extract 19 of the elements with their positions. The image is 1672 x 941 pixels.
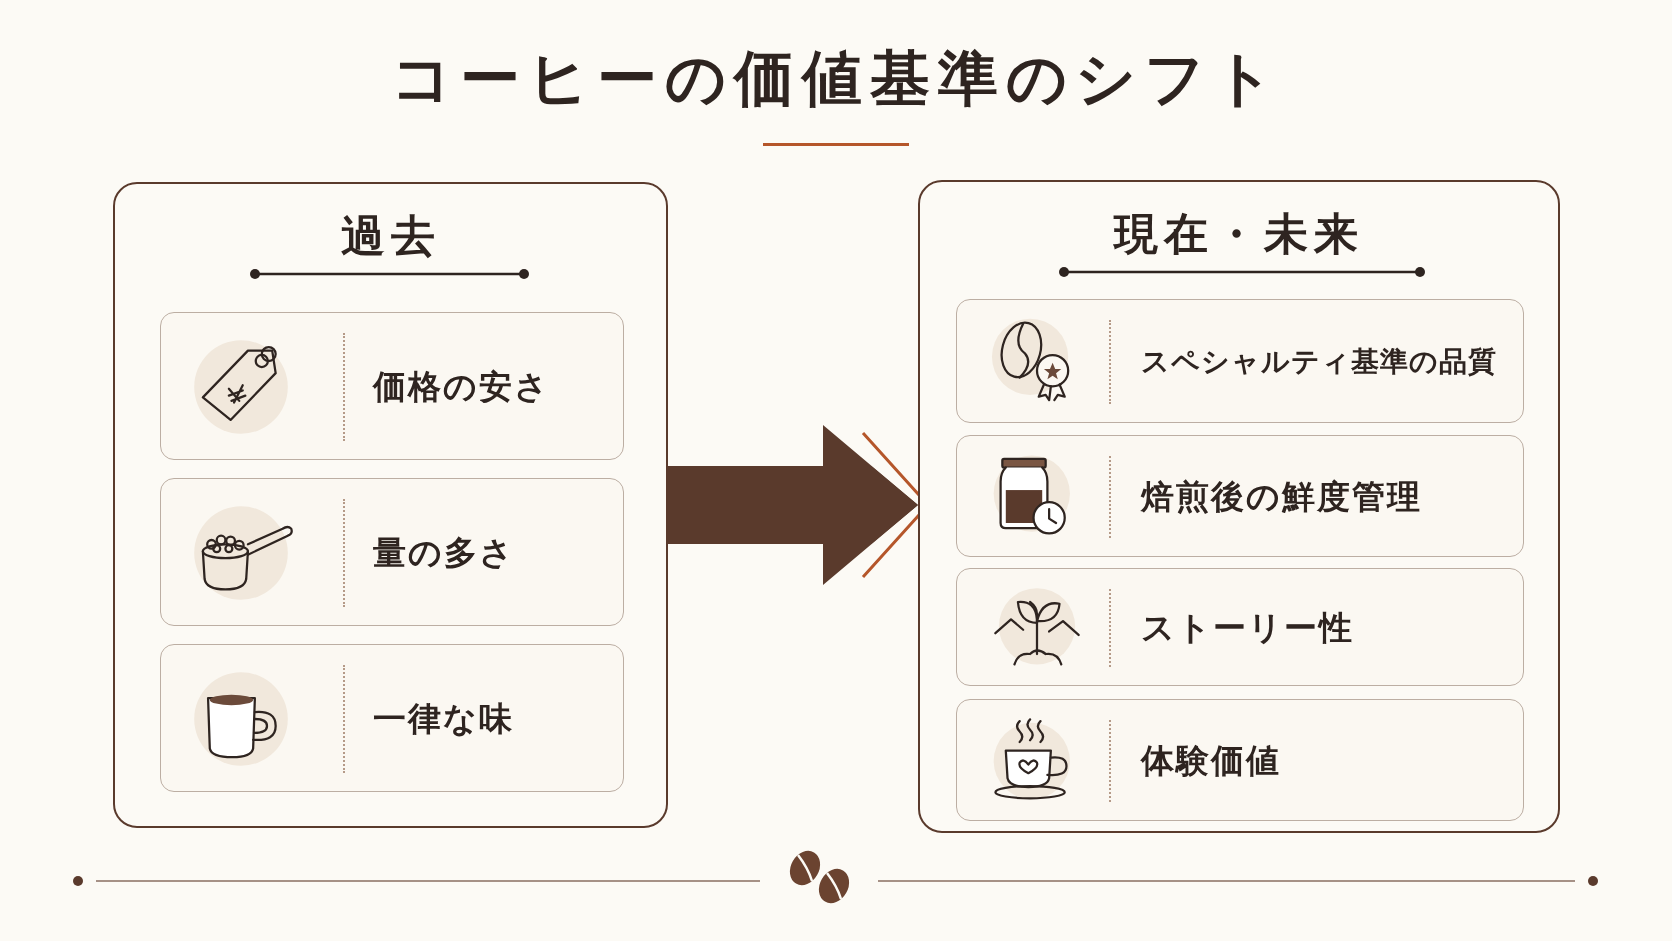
item-label: スペシャルティ基準の品質	[1141, 344, 1497, 380]
item-card	[956, 568, 1524, 686]
panel	[113, 182, 668, 828]
item-label: 体験価値	[1141, 740, 1281, 782]
item-card	[956, 699, 1524, 821]
item-label: 量の多さ	[373, 532, 515, 574]
item-card	[160, 312, 624, 460]
item-card	[160, 644, 624, 792]
item-label: 焙煎後の鮮度管理	[1141, 476, 1422, 518]
item-card	[956, 299, 1524, 423]
title: コーヒーの価値基準のシフト	[389, 42, 1283, 115]
item-label: 価格の安さ	[373, 366, 550, 408]
panel	[918, 180, 1560, 833]
panel-heading: 現在・未来	[1112, 207, 1365, 261]
item-label: 一律な味	[373, 698, 514, 740]
item-card	[956, 435, 1524, 557]
item-label: ストーリー性	[1141, 607, 1354, 649]
item-card	[160, 478, 624, 626]
panel-heading: 過去	[339, 209, 442, 263]
